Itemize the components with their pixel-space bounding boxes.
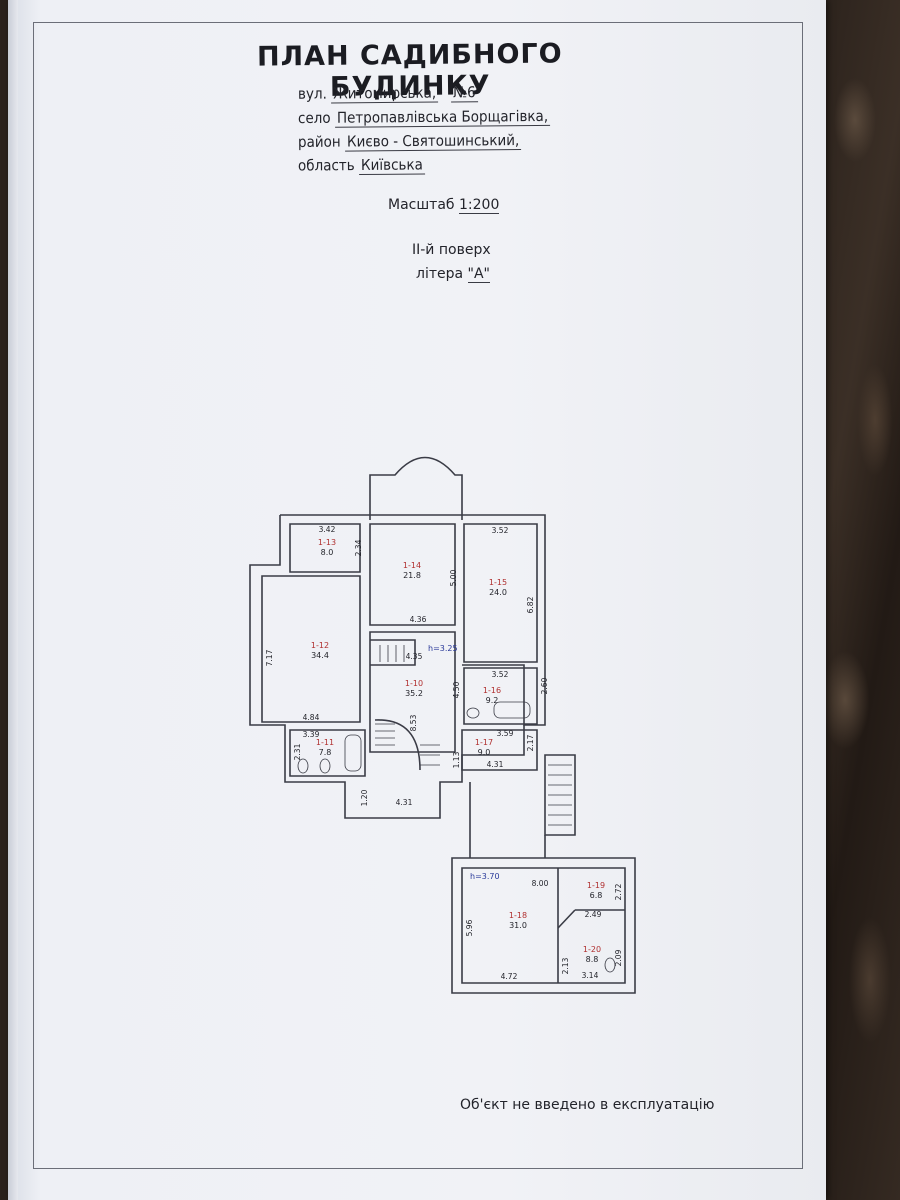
stair-treads [375,645,572,826]
room-area: 9.0 [478,748,491,757]
dimension-labels: 3.42 2.34 5.00 3.52 6.82 4.36 7.17 4.35 … [265,525,623,981]
room-id: 1-14 [403,561,421,570]
dimension: 8.00 [532,879,549,888]
scale-value: 1:200 [459,197,500,214]
room-area: 34.4 [311,651,329,660]
ceiling-height: h=3.70 [470,872,500,881]
letter-value: "А" [467,266,490,283]
room-id: 1-18 [509,911,527,920]
room-id: 1-13 [318,538,336,547]
room-area: 35.2 [405,689,423,698]
outer-wall-upper [280,514,546,726]
room-1-11-wall [289,729,366,777]
exterior-stair-outline [544,754,576,836]
sink-icon [319,758,331,774]
room-area: 31.0 [509,921,527,930]
bath-divider [557,909,625,929]
room-area: 8.8 [586,955,599,964]
floor-label: ІІ-й поверх [412,242,491,258]
dimension: 2.34 [354,539,363,556]
room-id: 1-16 [483,686,501,695]
page-binding-edge [8,0,18,1200]
dimension: 3.59 [497,729,514,738]
toilet-icon [466,707,480,719]
passage-walls [469,782,546,858]
dimension: 4.84 [303,713,320,722]
room-id: 1-20 [583,945,601,954]
room-id: 1-12 [311,641,329,650]
dimension: 4.31 [396,798,413,807]
bathtub-icon [493,701,531,719]
document-page [8,0,826,1200]
height-marks: h=3.25 h=3.70 [428,644,500,881]
dimension: 7.17 [265,649,274,666]
outer-wall-lower [249,515,525,819]
dimension: 1.20 [360,789,369,806]
room-id: 1-15 [489,578,507,587]
bathtub-icon [344,734,362,772]
dimension: 2.17 [526,734,535,751]
room-1-12-wall [261,575,361,723]
stair-landing [370,639,416,666]
room-labels: 1-10 35.2 1-11 7.8 1-12 34.4 1-13 8.0 1-… [311,538,605,964]
dimension: 3.52 [492,526,509,535]
bay-window-wall [369,456,463,520]
dimension: 5.96 [465,919,474,936]
room-area: 7.8 [319,748,332,757]
room-id: 1-19 [587,881,605,890]
room-1-14-wall [369,523,456,626]
dimension: 2.13 [561,957,570,974]
toilet-icon [297,758,309,774]
room-area: 24.0 [489,588,507,597]
dimension: 2.60 [540,677,549,694]
dimension: 3.14 [582,971,599,980]
marble-background [815,0,900,1200]
plan-walls [249,456,636,994]
stair-curve [374,719,421,771]
dimension: 3.39 [303,730,320,739]
room-id: 1-10 [405,679,423,688]
dimension: 4.31 [487,760,504,769]
room-area: 21.8 [403,571,421,580]
lower-block-inner [461,867,626,984]
fixtures [297,701,616,973]
dimension: 1.13 [452,751,461,768]
drawing-frame [33,22,803,1169]
dimension: 2.49 [585,910,602,919]
toilet-icon [604,957,616,973]
footer-note: Об'єкт не введено в експлуатацію [460,1097,715,1113]
room-1-13-wall [289,523,361,573]
dimension: 4.35 [406,652,423,661]
dimension: 3.52 [492,670,509,679]
room-1-17-wall [461,729,538,771]
dimension: 2.72 [614,883,623,900]
room-1-15-wall [463,523,538,663]
room-1-10-wall [369,631,456,753]
room-area: 8.0 [321,548,334,557]
dimension: 2.09 [614,949,623,966]
room-area: 9.2 [486,696,499,705]
dimension: 3.42 [319,525,336,534]
lower-block-outer [451,857,636,994]
dimension: 4.50 [452,681,461,698]
room-area: 6.8 [590,891,603,900]
letter-line: літера "А" [416,266,490,283]
dimension: 2.31 [293,743,302,760]
room-id: 1-17 [475,738,493,747]
ceiling-height: h=3.25 [428,644,458,653]
scale-line: Масштаб 1:200 [388,197,500,214]
dimension: 4.36 [410,615,427,624]
dimension: 4.72 [501,972,518,981]
dimension: 6.82 [526,596,535,613]
room-1-16-wall [463,667,538,725]
dimension: 5.00 [449,569,458,586]
dimension: 8.53 [409,714,418,731]
room-id: 1-11 [316,738,334,747]
